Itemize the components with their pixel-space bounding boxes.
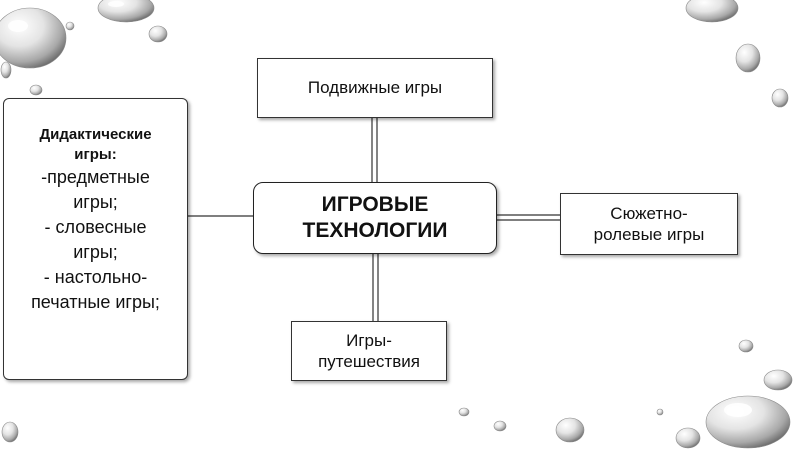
water-drop bbox=[1, 421, 19, 443]
water-drop bbox=[0, 61, 12, 79]
water-drop bbox=[675, 427, 701, 449]
water-drop bbox=[763, 369, 793, 391]
water-drop bbox=[656, 408, 664, 416]
water-drop bbox=[493, 420, 507, 432]
didactic-title-2: игры: bbox=[74, 146, 117, 163]
node-game-technologies: ИГРОВЫЕ ТЕХНОЛОГИИ bbox=[253, 182, 497, 254]
water-drop bbox=[771, 88, 789, 108]
center-line-2: ТЕХНОЛОГИИ bbox=[302, 219, 448, 242]
didactic-item: - словесные bbox=[44, 217, 147, 237]
didactic-title-1: Дидактические bbox=[39, 126, 152, 143]
node-didactic-games: Дидактические игры: -предметные игры; - … bbox=[3, 98, 188, 380]
water-drop bbox=[738, 339, 754, 353]
didactic-item: игры; bbox=[73, 192, 118, 212]
didactic-item: игры; bbox=[73, 242, 118, 262]
node-role-playing-games: Сюжетно- ролевые игры bbox=[560, 193, 738, 255]
node-outdoor-games: Подвижные игры bbox=[257, 58, 493, 118]
node-outdoor-games-label: Подвижные игры bbox=[307, 78, 443, 97]
water-drop bbox=[735, 43, 761, 73]
bottom-line-2: путешествия bbox=[318, 352, 420, 371]
node-travel-games: Игры- путешествия bbox=[291, 321, 447, 381]
didactic-item: -предметные bbox=[41, 167, 150, 187]
water-drop bbox=[555, 417, 585, 443]
right-line-2: ролевые игры bbox=[593, 225, 705, 244]
didactic-item: печатные игры; bbox=[31, 292, 160, 312]
water-drop bbox=[685, 0, 739, 23]
center-line-1: ИГРОВЫЕ bbox=[321, 193, 429, 216]
water-drop bbox=[458, 407, 470, 417]
water-drop bbox=[148, 25, 168, 43]
water-drop bbox=[65, 21, 75, 31]
bottom-line-1: Игры- bbox=[346, 331, 392, 350]
water-drop bbox=[29, 84, 43, 96]
didactic-item: - настольно- bbox=[43, 267, 148, 287]
right-line-1: Сюжетно- bbox=[610, 204, 688, 223]
